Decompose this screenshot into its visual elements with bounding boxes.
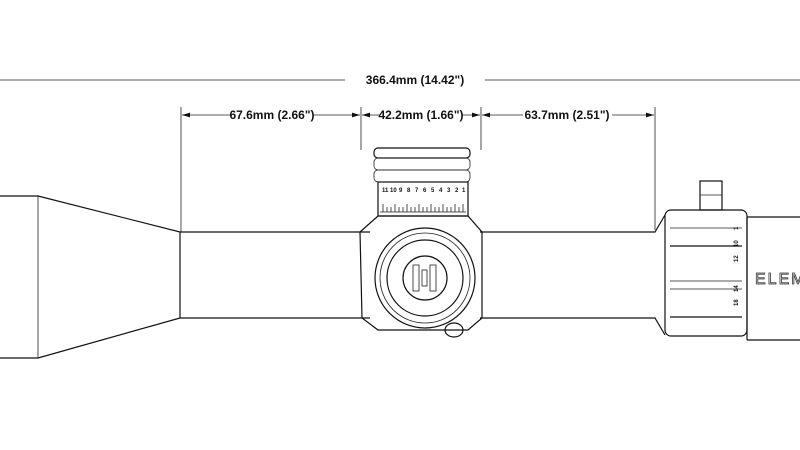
svg-text:4: 4 xyxy=(439,188,443,194)
svg-text:1: 1 xyxy=(462,188,466,194)
svg-text:14: 14 xyxy=(734,285,740,292)
turret-to-eyepiece-label: 63.7mm (2.51") xyxy=(524,108,609,122)
svg-text:5: 5 xyxy=(431,188,435,194)
svg-text:2: 2 xyxy=(455,188,459,194)
elevation-turret: 11 10 9 8 7 6 5 4 3 2 1 xyxy=(359,147,483,338)
section-dimensions: 67.6mm (2.66") 42.2mm (1.66") 63.7mm (2.… xyxy=(180,107,656,232)
svg-text:3: 3 xyxy=(447,188,451,194)
overall-dimension: 366.4mm (14.42") xyxy=(0,73,800,87)
turret-width-label: 42.2mm (1.66") xyxy=(378,108,463,122)
magnification-ring: 1 10 12 14 18 xyxy=(664,180,748,337)
svg-text:10: 10 xyxy=(734,240,740,247)
svg-text:11: 11 xyxy=(382,188,389,194)
elevation-dial-numbers: 11 10 9 8 7 6 5 4 3 2 1 xyxy=(382,188,466,194)
overall-length-label: 366.4mm (14.42") xyxy=(366,73,464,87)
svg-text:9: 9 xyxy=(399,188,403,194)
svg-text:10: 10 xyxy=(390,188,397,194)
svg-text:8: 8 xyxy=(407,188,411,194)
svg-text:18: 18 xyxy=(734,299,740,306)
eyepiece-logo: ELEM xyxy=(755,271,800,288)
svg-text:6: 6 xyxy=(423,188,427,194)
eyepiece: ELEM xyxy=(746,216,800,341)
svg-text:12: 12 xyxy=(734,255,740,262)
magnification-numbers: 1 10 12 14 18 xyxy=(734,226,740,306)
svg-text:1: 1 xyxy=(734,226,740,230)
svg-text:7: 7 xyxy=(415,188,419,194)
objective-to-turret-label: 67.6mm (2.66") xyxy=(229,108,314,122)
scope-body xyxy=(0,195,666,359)
